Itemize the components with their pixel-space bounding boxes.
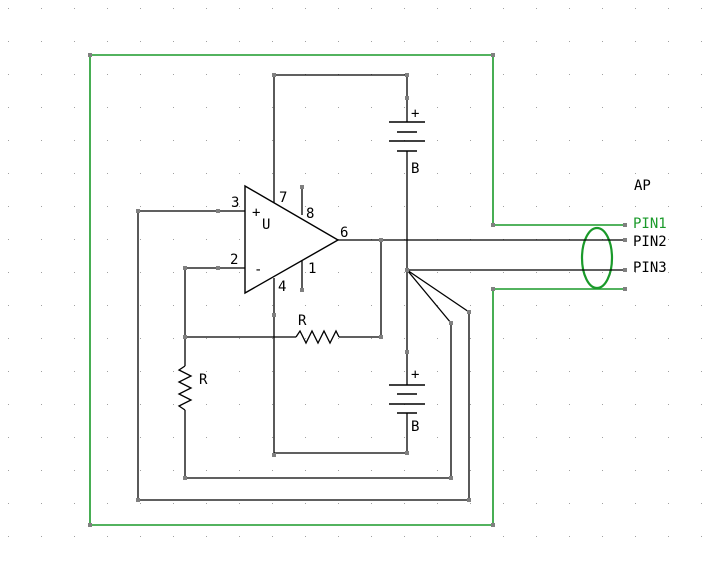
connector-name: AP [634,178,651,194]
connector-pin-2: PIN2 [633,234,667,250]
pin-8-label: 8 [306,206,314,222]
opamp: + U - 3 2 7 8 6 1 4 [138,75,625,453]
pin-2-label: 2 [230,252,238,268]
battery-bottom-label: B [411,419,419,435]
shield-loop [89,54,625,526]
resistor-ground: R [177,268,208,478]
battery-top-plus: + [411,106,419,122]
resistor-ground-label: R [199,372,208,388]
pin-1-label: 1 [308,261,316,277]
opamp-plus-sign: + [252,205,260,221]
battery-top-label: B [411,161,419,177]
opamp-name: U [262,217,270,233]
shield-ellipse [580,226,614,290]
junction-nodes [88,53,627,527]
pin-3-label: 3 [231,195,239,211]
connector-pin-3: PIN3 [633,260,667,276]
connector-ap: AP PIN1 PIN2 PIN3 [633,178,667,276]
battery-bottom-plus: + [411,367,419,383]
pin-7-label: 7 [279,190,287,206]
pin-4-label: 4 [278,279,286,295]
opamp-minus-sign: - [254,262,262,278]
grid-dots [8,8,702,537]
battery-bottom: + B [274,270,425,454]
resistor-feedback: R [185,240,382,345]
connector-pin-1: PIN1 [633,216,667,232]
pin-6-label: 6 [340,225,348,241]
resistor-feedback-label: R [298,313,307,329]
